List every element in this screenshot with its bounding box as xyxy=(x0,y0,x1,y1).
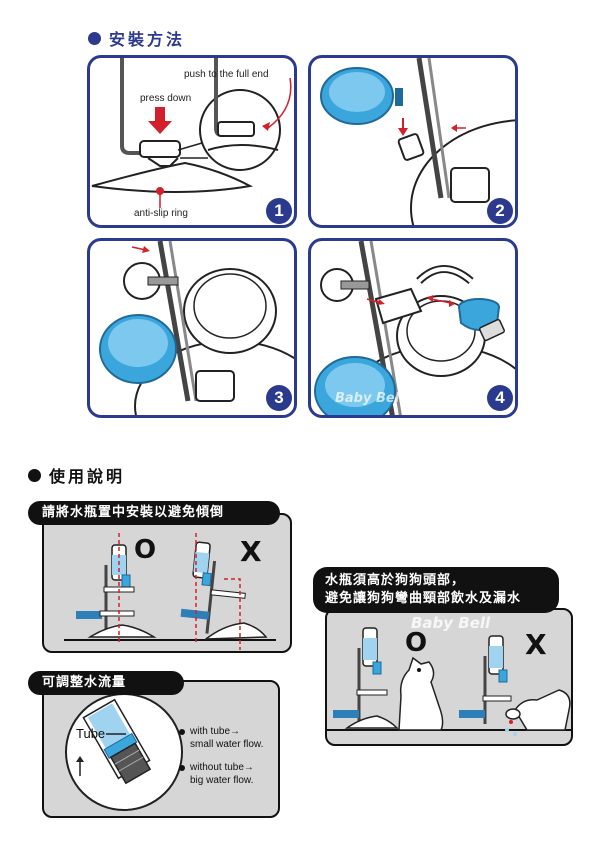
height-title: 水瓶須高於狗狗頭部， 避免讓狗狗彎曲頸部飲水及漏水 xyxy=(313,567,559,613)
flow-box: Tube with tube→ small water flow. withou… xyxy=(42,680,280,818)
placement-title: 請將水瓶置中安裝以避免傾倒 xyxy=(28,501,280,525)
install-step-3-panel: 3 xyxy=(87,238,297,418)
install-step-4-panel: Baby Bell 4 xyxy=(308,238,518,418)
step-number-2: 2 xyxy=(487,198,513,224)
bullet-dot-icon xyxy=(28,468,41,482)
flow-illustration xyxy=(65,693,185,811)
step3-illustration xyxy=(99,241,294,415)
placement-wrong-mark: X xyxy=(240,535,262,568)
with-tube-line1: with tube→ xyxy=(190,726,241,737)
placement-correct-mark: O xyxy=(134,535,157,565)
height-watermark: Baby Bell xyxy=(411,614,491,632)
install-step-1-panel: push to the full end press down anti-sli… xyxy=(87,55,297,228)
anti-slip-label: anti-slip ring xyxy=(134,208,188,219)
height-title-line1: 水瓶須高於狗狗頭部， xyxy=(325,573,466,588)
height-title-line2: 避免讓狗狗彎曲頸部飲水及漏水 xyxy=(325,591,522,606)
bullet-dot-icon xyxy=(88,31,101,45)
usage-section-title: 使用說明 xyxy=(28,463,125,487)
without-tube-line1: without tube→ xyxy=(190,762,254,773)
tube-label: Tube xyxy=(76,726,106,741)
without-tube-text: without tube→ big water flow. xyxy=(190,761,254,787)
press-label: press down xyxy=(140,93,192,104)
placement-box: O X xyxy=(42,513,292,653)
height-illustration xyxy=(327,627,571,736)
watermark-text: Baby Bell xyxy=(335,391,404,406)
without-tube-line2: big water flow. xyxy=(190,775,254,786)
push-label: push to the full end xyxy=(184,69,269,80)
step2-illustration xyxy=(320,58,515,225)
usage-title-text: 使用說明 xyxy=(49,467,126,486)
height-box: O X Baby Bell xyxy=(325,608,573,746)
step1-illustration xyxy=(91,58,292,208)
with-tube-line2: small water flow. xyxy=(190,739,264,750)
placement-illustration xyxy=(64,533,276,650)
step4-illustration xyxy=(314,241,515,415)
flow-title: 可調整水流量 xyxy=(28,671,184,695)
with-tube-text: with tube→ small water flow. xyxy=(190,725,263,751)
install-step-2-panel: 2 xyxy=(308,55,518,228)
height-correct-mark: O xyxy=(405,628,428,658)
height-wrong-mark: X xyxy=(525,628,547,661)
install-section-title: 安裝方法 xyxy=(88,26,185,50)
step-number-1: 1 xyxy=(266,198,292,224)
step-number-3: 3 xyxy=(266,385,292,411)
install-title-text: 安裝方法 xyxy=(109,30,186,49)
step-number-4: 4 xyxy=(487,385,513,411)
